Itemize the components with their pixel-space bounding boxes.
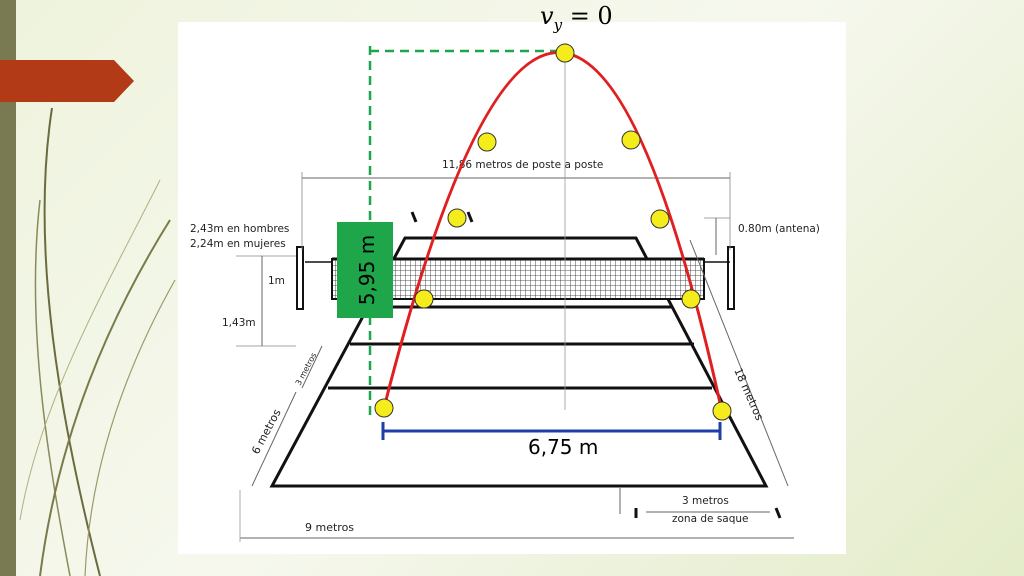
court-diagram: 11,86 metros de poste a poste 2,43m en h… bbox=[190, 43, 820, 542]
height-box-label: 5,95 m bbox=[355, 235, 379, 305]
ball-end bbox=[712, 401, 732, 421]
antenna-top-right bbox=[466, 211, 474, 223]
label-one-m: 1m bbox=[268, 275, 285, 287]
title-arrow-shape bbox=[0, 60, 134, 102]
slide-left-bar bbox=[0, 0, 16, 576]
ball-apex bbox=[555, 43, 575, 63]
label-serve-zone: zona de saque bbox=[672, 513, 749, 525]
ball bbox=[477, 132, 497, 152]
label-6m: 6 metros bbox=[249, 407, 284, 457]
label-antenna: 0.80m (antena) bbox=[738, 223, 820, 235]
label-post-to-post: 11,86 metros de poste a poste bbox=[442, 159, 603, 171]
label-3m-small: 3 metros bbox=[294, 351, 319, 387]
ball bbox=[650, 209, 670, 229]
ball bbox=[621, 130, 641, 150]
distance-label: 6,75 m bbox=[528, 435, 598, 459]
ball bbox=[414, 289, 434, 309]
diagram-panel: 11,86 metros de poste a poste 2,43m en h… bbox=[178, 22, 846, 554]
height-box bbox=[337, 222, 393, 318]
label-3m-serve: 3 metros bbox=[682, 495, 729, 507]
label-9m: 9 metros bbox=[305, 521, 354, 534]
ball-start bbox=[374, 398, 394, 418]
ball-trajectory bbox=[382, 51, 724, 413]
label-height-men: 2,43m en hombres bbox=[190, 223, 289, 235]
label-height-women: 2,24m en mujeres bbox=[190, 238, 286, 250]
ball bbox=[447, 208, 467, 228]
court-outline bbox=[269, 236, 769, 488]
vy-equals-zero-label: vy = 0 bbox=[540, 2, 613, 34]
label-18m: 18 metros bbox=[731, 366, 766, 423]
net bbox=[331, 258, 705, 300]
label-1-43m: 1,43m bbox=[222, 317, 256, 329]
antenna-top-left bbox=[410, 211, 418, 223]
net-post-left bbox=[296, 246, 304, 310]
ball bbox=[681, 289, 701, 309]
net-post-right bbox=[727, 246, 735, 310]
slide-decoration bbox=[19, 107, 176, 576]
